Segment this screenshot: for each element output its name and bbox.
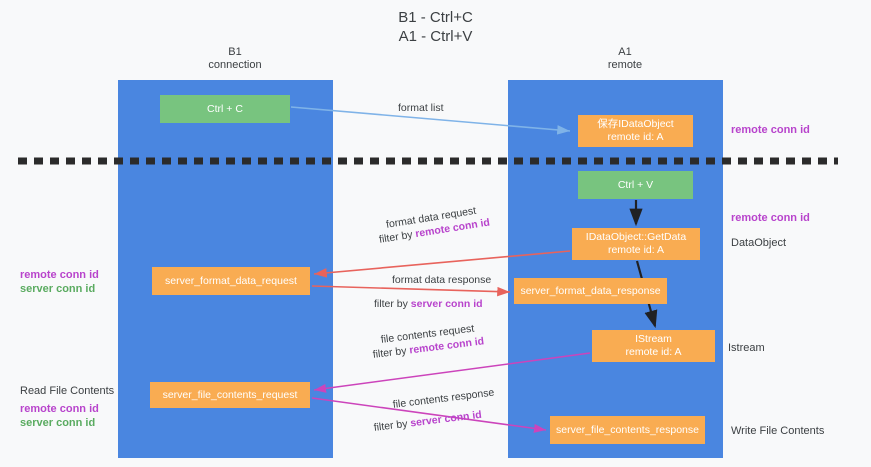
- page-title: B1 - Ctrl+C A1 - Ctrl+V: [398, 9, 473, 45]
- arrow-format-data-response: [311, 285, 511, 297]
- column-header-a1: A1 remote: [607, 46, 643, 71]
- node-server-file-contents-response[interactable]: server_file_contents_response: [550, 416, 705, 444]
- annotation-istream: Istream: [728, 342, 765, 354]
- annotation-remote-conn-id-mid: remote conn id: [731, 212, 810, 224]
- arrow-format-list: [290, 106, 571, 135]
- annotation-server-conn-id: server conn id: [20, 417, 96, 429]
- edge-label-format-data-response: format data response: [392, 274, 492, 286]
- annotation-read-file-contents: Read File Contents: [20, 385, 115, 397]
- node-idataobject-getdata[interactable]: IDataObject::GetData remote id: A: [572, 228, 700, 260]
- node-ctrl-c[interactable]: Ctrl + C: [160, 95, 290, 123]
- annotation-write-file-contents: Write File Contents: [731, 425, 825, 437]
- edge-label-format-data-response-filter: filter by server conn id: [374, 297, 483, 311]
- node-server-format-data-response[interactable]: server_format_data_response: [514, 278, 667, 304]
- node-istream[interactable]: IStream remote id: A: [592, 330, 715, 362]
- arrow-file-contents-request: [313, 352, 591, 393]
- node-server-file-contents-request[interactable]: server_file_contents_request: [150, 382, 310, 408]
- column-header-b1: B1 connection: [208, 46, 262, 71]
- annotation-remote-conn-id: remote conn id: [20, 403, 99, 415]
- annotation-data-object: DataObject: [731, 237, 787, 249]
- edge-label-format-list: format list: [398, 102, 444, 114]
- annotation-remote-conn-id-top: remote conn id: [731, 124, 810, 136]
- annotation-group-left-bottom: Read File Contents remote conn id server…: [20, 384, 114, 430]
- filter-key-server-conn-id: server conn id: [410, 298, 483, 310]
- annotation-remote-conn-id: remote conn id: [20, 269, 99, 281]
- node-ctrl-v[interactable]: Ctrl + V: [578, 171, 693, 199]
- node-save-idataobject[interactable]: 保存IDataObject remote id: A: [578, 115, 693, 147]
- arrow-file-contents-response: [311, 397, 547, 433]
- arrow-format-data-request: [313, 250, 571, 278]
- filter-prefix: filter by: [374, 298, 411, 310]
- annotation-server-conn-id: server conn id: [20, 283, 96, 295]
- annotation-group-left-mid: remote conn id server conn id: [20, 268, 99, 296]
- node-server-format-data-request[interactable]: server_format_data_request: [152, 267, 310, 295]
